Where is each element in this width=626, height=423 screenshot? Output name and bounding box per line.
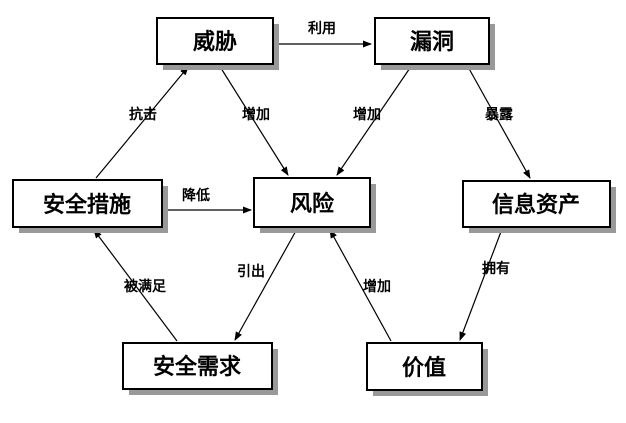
- node-value-label: 价值: [402, 355, 446, 381]
- node-security-measures-label: 安全措施: [43, 192, 131, 218]
- edge-reduce-label: 降低: [182, 187, 210, 204]
- edge-possess-line: [459, 228, 503, 341]
- nodes: 威胁 漏洞 安全措施 风险: [12, 17, 616, 396]
- edge-resist-label: 抗击: [129, 106, 157, 123]
- edge-satisfied-label: 被满足: [124, 278, 167, 295]
- edge-satisfied-line: [93, 229, 178, 342]
- edge-exploit-label: 利用: [308, 20, 336, 37]
- edge-resist-line: [95, 66, 189, 179]
- node-threat: 威胁: [156, 17, 279, 70]
- edge-derive-line: [234, 228, 298, 341]
- edge-vulnerability-increases-risk-label: 增加: [353, 106, 381, 123]
- edge-vulnerability-increases-risk-line: [336, 64, 413, 176]
- node-risk-box: [253, 177, 371, 228]
- node-risk: 风险: [253, 177, 376, 233]
- node-security-measures-box: [12, 179, 163, 228]
- node-risk-label: 风险: [290, 191, 335, 217]
- edge-derive-label: 引出: [237, 263, 265, 280]
- node-security-requirements-label: 安全需求: [153, 354, 241, 380]
- edge-expose-label: 暴露: [484, 106, 514, 123]
- node-value: 价值: [366, 342, 488, 396]
- node-information-assets: 信息资产: [462, 180, 616, 233]
- node-value-box: [366, 342, 483, 391]
- node-vulnerability-box: [374, 17, 490, 65]
- node-vulnerability-label: 漏洞: [410, 29, 454, 55]
- node-security-requirements-box: [122, 342, 273, 390]
- edges: 利用 抗击 增加 增加 暴露 降低 引出 被满足 增加: [93, 20, 531, 342]
- edge-expose-line: [466, 64, 531, 179]
- node-information-assets-label: 信息资产: [492, 192, 580, 218]
- node-security-requirements: 安全需求: [122, 342, 278, 395]
- node-security-measures: 安全措施: [12, 179, 168, 233]
- node-threat-label: 威胁: [193, 29, 237, 55]
- edge-value-increases-risk-line: [329, 229, 392, 342]
- node-information-assets-box: [462, 180, 611, 228]
- edge-value-increases-risk-label: 增加: [363, 278, 391, 295]
- edge-threat-increases-risk-line: [218, 64, 289, 176]
- edge-threat-increases-risk-label: 增加: [242, 106, 270, 123]
- node-threat-box: [156, 17, 274, 65]
- node-vulnerability: 漏洞: [374, 17, 495, 70]
- edge-possess-label: 拥有: [482, 260, 510, 277]
